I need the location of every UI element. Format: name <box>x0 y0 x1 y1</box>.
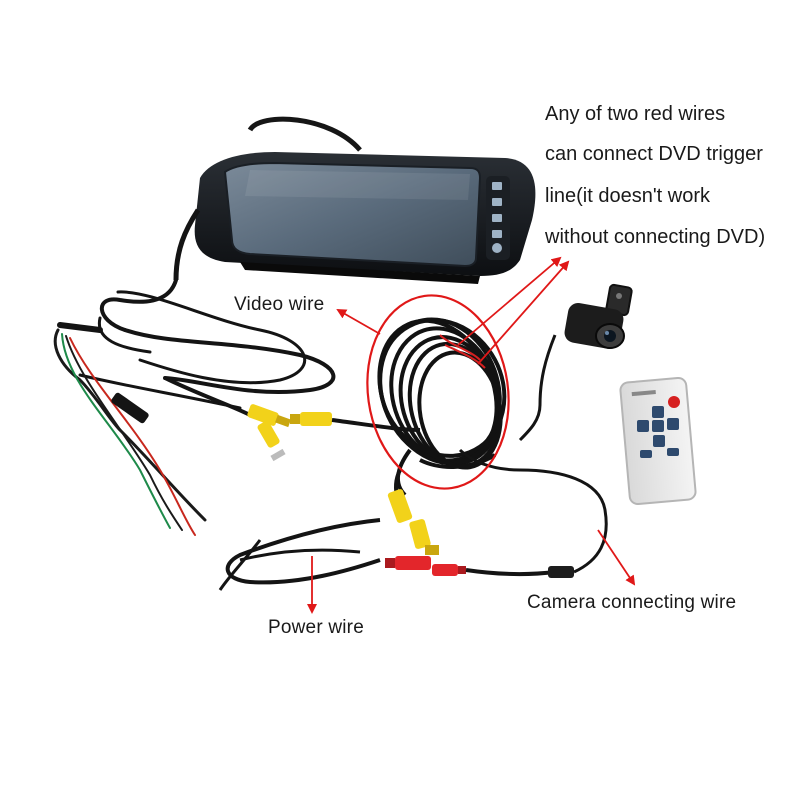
video-wire-label: Video wire <box>234 294 325 315</box>
harness-cables <box>53 278 336 536</box>
dvd-note-line-2: can connect DVD trigger <box>545 143 763 165</box>
power-wire-label: Power wire <box>268 617 364 638</box>
camera-wire-arrow <box>597 529 636 586</box>
camera-rca-plugs <box>387 469 439 555</box>
power-cable <box>218 448 608 591</box>
coiled-extension-cable <box>377 317 507 497</box>
dvd-note-line-3: line(it doesn't work <box>545 185 710 207</box>
coil-highlight-ellipse <box>366 294 510 490</box>
backup-camera <box>518 283 633 442</box>
dvd-trigger-arrow-2 <box>477 260 570 365</box>
video-wire-arrow <box>336 309 381 335</box>
remote-control <box>619 377 697 505</box>
camera-wire-label: Camera connecting wire <box>527 592 737 613</box>
dvd-note-line-1: Any of two red wires <box>545 103 726 125</box>
dvd-trigger-arrow-1 <box>457 256 562 346</box>
annotation-overlay <box>307 256 636 614</box>
video-rca-plugs <box>164 376 421 462</box>
dvd-note-line-4: without connecting DVD) <box>545 226 766 248</box>
mirror-monitor <box>173 116 536 284</box>
